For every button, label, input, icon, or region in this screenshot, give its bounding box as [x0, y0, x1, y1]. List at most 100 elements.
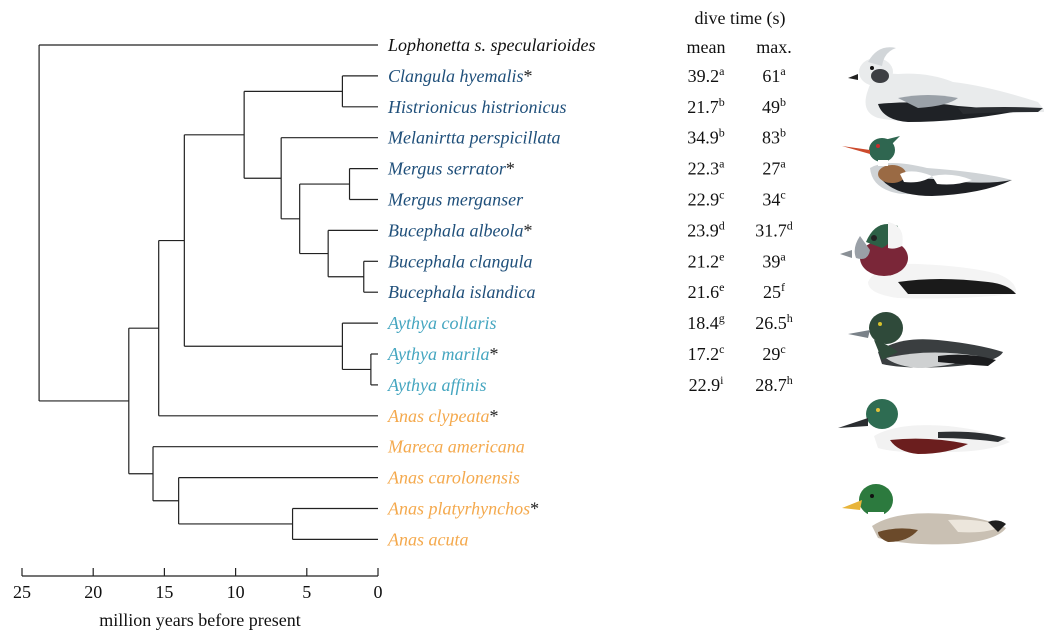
bufflehead-icon: [840, 222, 1017, 299]
mean-value: 21.2: [688, 251, 720, 271]
mean-dive-time: 21.7b: [687, 95, 725, 117]
max-reference-superscript: c: [780, 342, 785, 356]
species-label: Anas platyrhynchos*: [387, 499, 539, 519]
max-value: 25: [763, 282, 781, 302]
species-name: Bucephala islandica: [388, 282, 535, 302]
max-reference-superscript: c: [780, 188, 785, 202]
mean-reference-superscript: e: [719, 249, 724, 263]
max-dive-time: 83b: [762, 126, 786, 148]
mean-reference-superscript: a: [719, 157, 725, 171]
max-reference-superscript: f: [781, 280, 785, 294]
mean-value: 18.4: [687, 313, 719, 333]
mean-reference-superscript: b: [719, 95, 725, 109]
mean-value: 21.6: [688, 282, 720, 302]
mean-dive-time: 39.2a: [688, 64, 726, 86]
dive-time-title: dive time (s): [695, 8, 786, 29]
max-dive-time: 31.7d: [755, 218, 793, 240]
max-dive-time: 28.7h: [755, 373, 793, 395]
mean-dive-time: 21.2e: [688, 249, 725, 271]
species-name: Aythya collaris: [387, 313, 496, 333]
max-reference-superscript: d: [787, 218, 793, 232]
asterisk-marker: *: [530, 499, 539, 519]
species-name: Mergus merganser: [387, 190, 524, 210]
mean-value: 22.9: [689, 375, 721, 395]
species-label: Aythya affinis: [387, 375, 487, 395]
species-label: Bucephala clangula: [388, 251, 532, 271]
axis-tick-label: 10: [227, 582, 245, 602]
species-name: Histrionicus histrionicus: [387, 97, 567, 117]
max-reference-superscript: h: [787, 373, 793, 387]
mean-reference-superscript: c: [719, 188, 724, 202]
max-value: 28.7: [755, 375, 787, 395]
mean-reference-superscript: a: [719, 64, 725, 78]
merganser-icon: [842, 136, 1012, 196]
species-name: Bucephala clangula: [388, 251, 532, 271]
mean-reference-superscript: b: [719, 126, 725, 140]
species-label: Lophonetta s. specularioides: [387, 35, 596, 55]
species-label: Mareca americana: [387, 437, 525, 457]
max-reference-superscript: b: [780, 95, 786, 109]
mean-dive-time: 34.9b: [687, 126, 725, 148]
mean-dive-time: 22.9c: [688, 188, 725, 210]
mean-header: mean: [687, 37, 726, 57]
asterisk-marker: *: [489, 406, 498, 426]
max-value: 29: [762, 344, 780, 364]
long-tailed-duck-icon: [848, 47, 1044, 122]
species-label: Anas acuta: [387, 529, 469, 549]
mean-reference-superscript: g: [719, 311, 725, 325]
species-label: Histrionicus histrionicus: [387, 97, 567, 117]
mean-dive-time: 23.9d: [687, 218, 725, 240]
max-value: 49: [762, 97, 780, 117]
axis-tick-label: 15: [155, 582, 173, 602]
mean-value: 21.7: [687, 97, 719, 117]
max-value: 39: [762, 251, 780, 271]
axis-tick-label: 5: [302, 582, 311, 602]
shoveler-icon: [838, 399, 1010, 454]
mean-dive-time: 22.3a: [688, 157, 726, 179]
max-reference-superscript: a: [780, 64, 786, 78]
mean-reference-superscript: e: [719, 280, 724, 294]
species-name: Anas carolonensis: [387, 468, 520, 488]
mean-reference-superscript: i: [720, 373, 724, 387]
mean-reference-superscript: d: [719, 218, 725, 232]
species-name: Aythya marila: [387, 344, 490, 364]
max-value: 83: [762, 128, 780, 148]
mean-value: 39.2: [688, 66, 720, 86]
mean-dive-time: 21.6e: [688, 280, 725, 302]
max-value: 31.7: [755, 220, 787, 240]
max-dive-time: 25f: [763, 280, 785, 302]
max-dive-time: 34c: [762, 188, 785, 210]
max-reference-superscript: a: [780, 157, 786, 171]
mean-value: 22.9: [688, 190, 720, 210]
axis-tick-label: 0: [374, 582, 383, 602]
max-reference-superscript: a: [780, 249, 786, 263]
max-dive-time: 26.5h: [755, 311, 793, 333]
species-label: Bucephala islandica: [388, 282, 535, 302]
asterisk-marker: *: [506, 159, 515, 179]
max-value: 34: [762, 190, 780, 210]
max-dive-time: 49b: [762, 95, 786, 117]
species-name: Anas acuta: [387, 529, 469, 549]
species-name: Aythya affinis: [387, 375, 487, 395]
mean-dive-time: 18.4g: [687, 311, 725, 333]
species-name: Clangula hyemalis: [388, 66, 524, 86]
species-name: Melanirtta perspicillata: [387, 128, 561, 148]
species-label: Anas carolonensis: [387, 468, 520, 488]
phylogenetic-tree: [38, 44, 378, 541]
species-label: Clangula hyemalis*: [388, 66, 533, 86]
axis-tick-label: 25: [13, 582, 31, 602]
species-name: Lophonetta s. specularioides: [387, 35, 596, 55]
species-name: Bucephala albeola: [388, 220, 523, 240]
mallard-icon: [842, 484, 1006, 545]
max-dive-time: 29c: [762, 342, 785, 364]
mean-dive-time: 17.2c: [688, 342, 725, 364]
max-dive-time: 61a: [762, 64, 786, 86]
species-label: Aythya collaris: [387, 313, 496, 333]
species-label: Mergus merganser: [387, 190, 524, 210]
species-label: Mergus serrator*: [387, 159, 515, 179]
mean-reference-superscript: c: [719, 342, 724, 356]
mean-value: 23.9: [687, 220, 719, 240]
